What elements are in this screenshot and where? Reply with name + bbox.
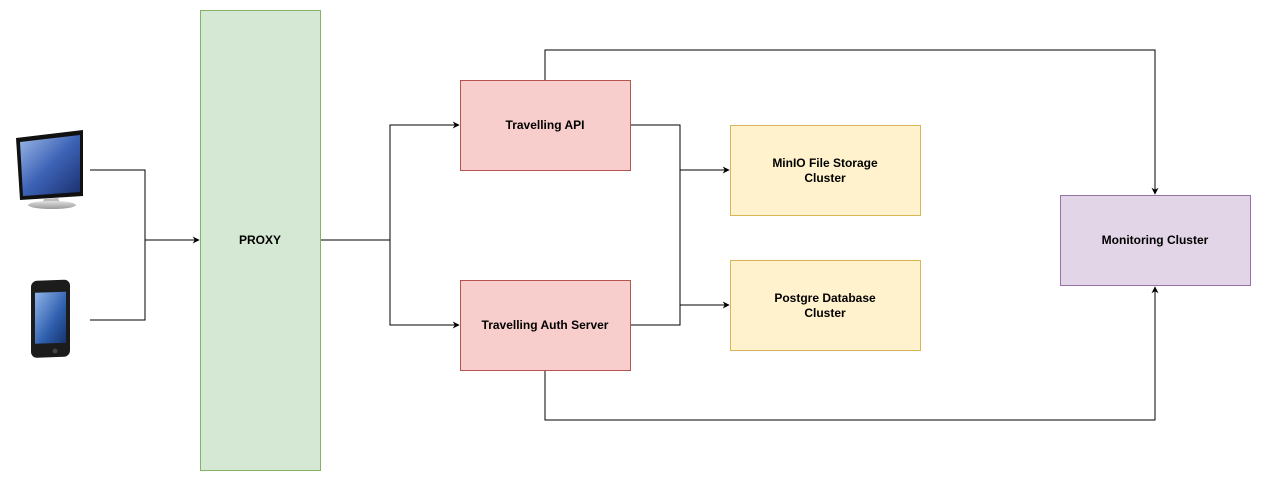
edge-desktop-to-proxy: [90, 169, 200, 244]
minio-label-line2: Cluster: [804, 171, 846, 185]
monitoring-node: Monitoring Cluster: [1060, 195, 1251, 286]
desktop-monitor-icon: [16, 130, 83, 209]
proxy-node: PROXY: [200, 10, 321, 471]
edge-auth-to-monitoring: [544, 286, 1159, 421]
postgres-label-line1: Postgre Database: [774, 291, 876, 305]
postgres-node: Postgre Database Cluster: [730, 260, 921, 351]
minio-node: MinIO File Storage Cluster: [730, 125, 921, 216]
edge-proxy-to-api: [321, 121, 460, 241]
edge-api-to-minio: [631, 124, 730, 174]
edge-auth-to-storage: [631, 305, 681, 326]
proxy-label: PROXY: [239, 233, 281, 247]
travelling-api-node: Travelling API: [460, 80, 631, 171]
auth-server-node: Travelling Auth Server: [460, 280, 631, 371]
edge-api-to-postgres: [679, 170, 730, 309]
smartphone-icon: [31, 279, 70, 358]
auth-server-label: Travelling Auth Server: [482, 318, 609, 332]
edges: [90, 49, 1159, 421]
monitoring-label: Monitoring Cluster: [1102, 233, 1209, 247]
edge-proxy-to-auth: [389, 240, 460, 329]
postgres-label-line2: Cluster: [804, 306, 846, 320]
minio-label-line1: MinIO File Storage: [772, 156, 878, 170]
edge-api-to-monitoring: [544, 49, 1159, 195]
edge-phone-to-proxy: [90, 240, 146, 321]
travelling-api-label: Travelling API: [506, 118, 585, 132]
